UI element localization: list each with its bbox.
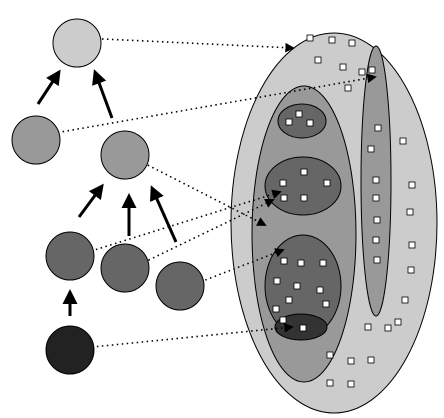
set-diagram	[230, 32, 438, 414]
data-point	[368, 66, 376, 74]
node-low-b	[100, 243, 150, 293]
mapping-arrow-mid-right	[129, 155, 267, 226]
data-point	[279, 179, 287, 187]
data-point	[347, 357, 355, 365]
data-point	[322, 300, 330, 308]
data-point	[323, 179, 331, 187]
data-point	[373, 256, 381, 264]
data-point	[279, 316, 287, 324]
data-point	[347, 380, 355, 388]
data-point	[344, 84, 352, 92]
cluster-1	[277, 103, 327, 139]
data-point	[399, 137, 407, 145]
data-point	[280, 194, 288, 202]
node-root	[52, 18, 102, 68]
data-point	[299, 324, 307, 332]
data-point	[300, 194, 308, 202]
mapping-arrow-low-c	[181, 248, 285, 290]
data-point	[339, 63, 347, 71]
data-point	[319, 259, 327, 267]
node-mid-right	[100, 130, 150, 180]
data-point	[314, 56, 322, 64]
data-point	[297, 259, 305, 267]
data-point	[273, 277, 281, 285]
data-point	[367, 356, 375, 364]
data-point	[316, 286, 324, 294]
mapping-arrow-root	[81, 37, 295, 53]
data-point	[408, 181, 416, 189]
edge-low-c-to-mid-right	[150, 185, 178, 243]
data-point	[406, 208, 414, 216]
data-point	[364, 323, 372, 331]
data-point	[272, 305, 280, 313]
data-point	[372, 236, 380, 244]
mapping-arrow-leaf	[71, 322, 294, 350]
hierarchy-nodes	[11, 18, 205, 375]
data-point	[401, 296, 409, 304]
mapping-arrow-low-a	[71, 189, 282, 258]
edge-mid-left-to-root	[36, 69, 61, 105]
data-point	[372, 176, 380, 184]
data-point	[367, 145, 375, 153]
data-point	[358, 68, 366, 76]
edge-low-a-to-mid-right	[77, 183, 104, 218]
mapping-arrow-low-b	[125, 199, 275, 272]
data-point	[384, 324, 392, 332]
data-point	[306, 119, 314, 127]
node-low-c	[155, 261, 205, 311]
data-point	[326, 351, 334, 359]
data-point	[348, 39, 356, 47]
data-point	[328, 36, 336, 44]
data-point	[293, 282, 301, 290]
data-point	[394, 318, 402, 326]
data-point	[285, 118, 293, 126]
data-points	[272, 34, 416, 388]
data-point	[285, 296, 293, 304]
edge-mid-right-to-root	[92, 69, 114, 119]
data-point	[306, 34, 314, 42]
data-point	[408, 241, 416, 249]
data-point	[295, 110, 303, 118]
data-point	[407, 266, 415, 274]
data-point	[326, 379, 334, 387]
data-point	[280, 257, 288, 265]
node-leaf	[45, 325, 95, 375]
data-point	[373, 216, 381, 224]
mapping-arrow-mid-left	[37, 73, 377, 137]
data-point	[300, 168, 308, 176]
node-mid-left	[11, 115, 61, 165]
data-point	[372, 194, 380, 202]
node-low-a	[45, 231, 95, 281]
hierarchy-arrows	[36, 69, 178, 316]
mapping-arrows	[37, 37, 377, 350]
data-point	[374, 124, 382, 132]
